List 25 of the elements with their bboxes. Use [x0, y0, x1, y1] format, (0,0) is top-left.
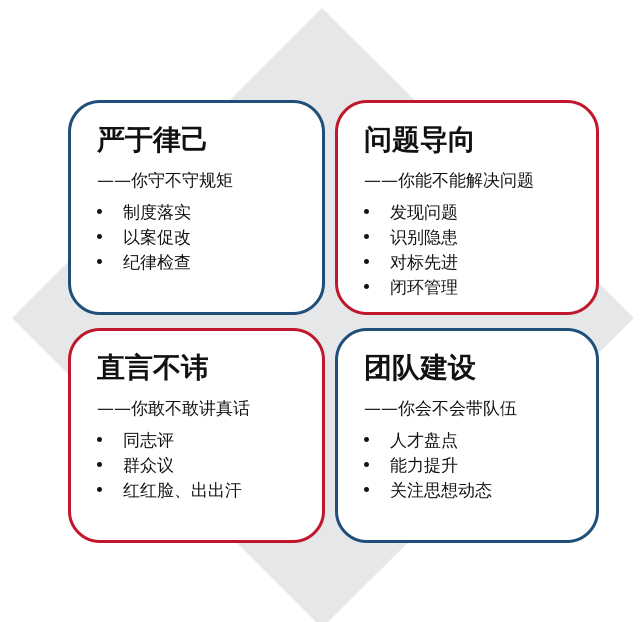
bullet-item: 关注思想动态	[364, 479, 492, 504]
bullet-item: 人才盘点	[364, 429, 492, 454]
bullet-item: 纪律检查	[97, 251, 191, 276]
bullet-item: 能力提升	[364, 454, 492, 479]
bullet-item: 识别隐患	[364, 226, 458, 251]
bullet-item: 红红脸、出出汗	[97, 479, 242, 504]
quadrant-card	[68, 100, 325, 315]
bullet-item: 以案促改	[97, 226, 191, 251]
card-title: 团队建设	[364, 350, 476, 386]
bullet-item: 同志评	[97, 429, 242, 454]
card-subtitle: ——你守不守规矩	[97, 170, 233, 192]
quadrant-card	[335, 100, 599, 315]
card-title: 问题导向	[364, 122, 476, 158]
card-subtitle: ——你敢不敢讲真话	[97, 398, 250, 420]
bullet-item: 闭环管理	[364, 276, 458, 301]
quadrant-card	[68, 328, 325, 543]
bullet-item: 群众议	[97, 454, 242, 479]
card-subtitle: ——你会不会带队伍	[364, 398, 517, 420]
bullet-item: 对标先进	[364, 251, 458, 276]
card-subtitle: ——你能不能解决问题	[364, 170, 534, 192]
bullet-item: 制度落实	[97, 201, 191, 226]
card-title: 直言不讳	[97, 350, 209, 386]
bullet-item: 发现问题	[364, 201, 458, 226]
quadrant-card	[335, 328, 599, 543]
card-title: 严于律己	[97, 122, 209, 158]
